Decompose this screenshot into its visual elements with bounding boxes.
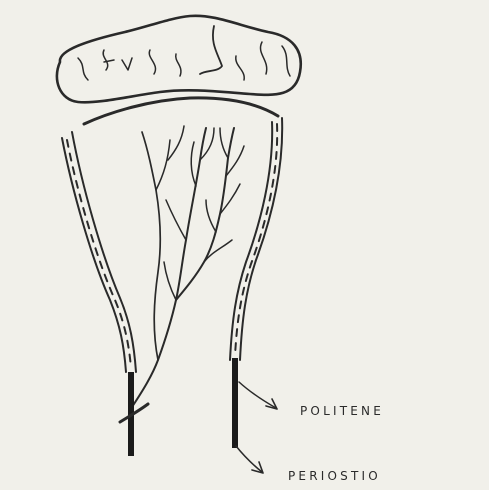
periostio-label: PERIOSTIO	[288, 469, 381, 483]
politene-label: POLITENE	[300, 404, 384, 418]
